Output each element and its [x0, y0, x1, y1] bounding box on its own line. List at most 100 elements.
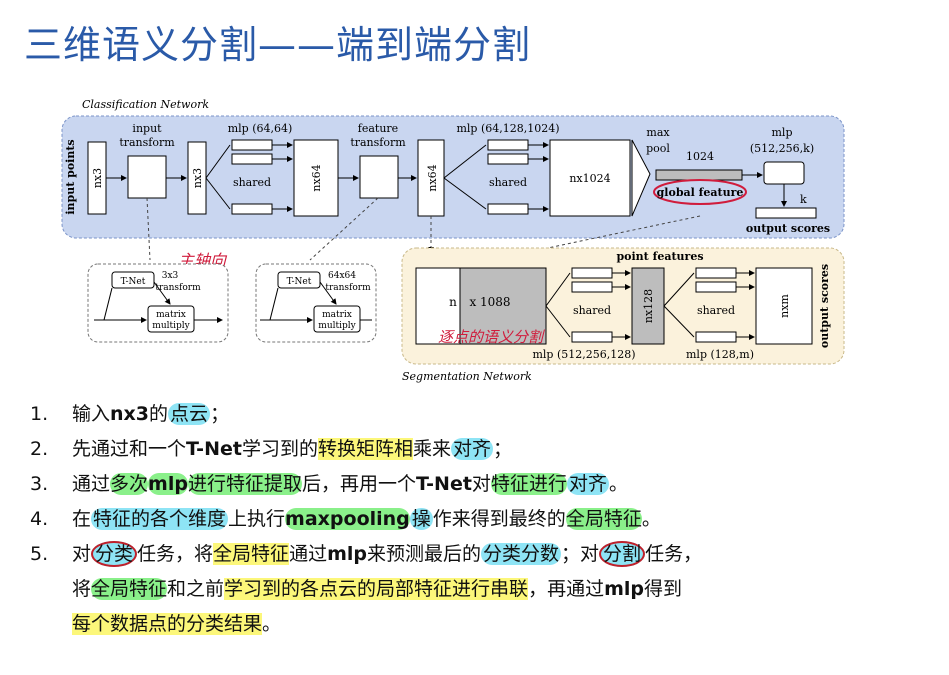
output-scores-seg-label: output scores: [818, 264, 831, 348]
feature-transform-box: [359, 155, 399, 199]
tnet2-label: T-Net: [287, 277, 312, 287]
shared4-label: shared: [697, 304, 735, 317]
input-points-label: input points: [64, 139, 77, 214]
text-segment: 每个数据点的分类结果: [72, 613, 263, 635]
list-item-number: [30, 573, 72, 605]
list-item: 3.通过多次mlp进行特征提取后，再用一个T-Net对特征进行对齐。: [30, 468, 930, 500]
pointnet-architecture-diagram: Classification Network input points nx3 …: [60, 92, 850, 392]
text-segment: 学习到的各点云的局部特征进行串联: [224, 578, 529, 600]
feature-transform-label-1: feature: [358, 122, 398, 135]
text-segment: 特征的各个维度: [91, 508, 229, 530]
text-segment: 进行特征提取: [187, 473, 302, 495]
text-segment: 。: [262, 613, 282, 635]
input-transform-label-2: transform: [119, 136, 175, 149]
nx3-label-b: nx3: [191, 168, 204, 188]
list-item: 5.对分类任务，将全局特征通过mlp来预测最后的分类分数；对分割任务，: [30, 538, 930, 570]
text-segment: 作来得到最终的: [432, 508, 566, 530]
text-segment: 上执行: [228, 508, 286, 530]
list-item-number: [30, 608, 72, 640]
tnet1-label: T-Net: [121, 277, 146, 287]
list-item-number: 2.: [30, 438, 49, 460]
nxm-label: nxm: [778, 294, 791, 318]
text-segment: 对: [72, 543, 92, 565]
global-feature-label: global feature: [657, 186, 744, 199]
input-transform-label-1: input: [132, 122, 162, 135]
tnet1-transform-1: 3x3: [162, 271, 179, 281]
tnet2-transform-2: transform: [325, 283, 371, 293]
feature-transform-label-2: transform: [350, 136, 406, 149]
nx64-box-a: [293, 139, 339, 217]
matrix-multiply-box-1: [147, 305, 195, 333]
output-scores-bar: [755, 207, 817, 219]
text-segment: 。: [608, 473, 628, 495]
max-pool-label-1: max: [646, 126, 670, 139]
text-segment: ，再通过: [528, 578, 605, 600]
output-scores-label: output scores: [746, 222, 830, 235]
text-segment: mlp: [604, 578, 644, 600]
text-segment: 的: [149, 403, 169, 425]
list-item: 1. 输入nx3的点云；: [30, 398, 930, 430]
list-item-text: 通过多次mlp进行特征提取后，再用一个T-Net对特征进行对齐。: [72, 468, 930, 500]
mlp5-label: mlp (128,m): [686, 348, 754, 361]
text-segment: 后，再用一个: [301, 473, 416, 495]
text-segment: 先通过和一个: [72, 438, 187, 460]
nx128-box: [631, 267, 665, 345]
text-segment: nx3: [110, 403, 150, 425]
input-transform-box: [127, 155, 167, 199]
max-pool-label-2: pool: [646, 142, 670, 155]
text-segment: ；: [210, 403, 230, 425]
concat-box-gray: [459, 267, 547, 345]
text-segment: 多次: [110, 473, 149, 495]
matrix-multiply-1a: matrix: [156, 310, 186, 320]
mlp3-box: [763, 161, 805, 185]
list-item-number: 1.: [30, 403, 49, 425]
shared1-label: shared: [233, 176, 271, 189]
matrix-multiply-2b: multiply: [318, 321, 356, 331]
list-item-text: 输入nx3的点云；: [72, 398, 930, 430]
text-segment: 对: [471, 473, 491, 495]
text-segment: 。: [641, 508, 661, 530]
steps-list: 1.输入nx3的点云；2.先通过和一个T-Net学习到的转换矩阵相乘来对齐；3.…: [30, 398, 930, 643]
text-segment: 全局特征: [213, 543, 290, 565]
text-segment: 得到: [644, 578, 683, 600]
text-segment: 操: [409, 508, 433, 530]
text-segment: 全局特征: [565, 508, 642, 530]
text-segment: 分类分数: [481, 543, 562, 565]
slide-title: 三维语义分割——端到端分割: [24, 23, 532, 67]
tnet1-box: [111, 271, 155, 289]
text-segment: 全局特征: [91, 578, 168, 600]
list-item-text: 将全局特征和之前学习到的各点云的局部特征进行串联，再通过mlp得到: [72, 573, 930, 605]
global-feature-bar: [655, 169, 743, 181]
text-segment: 乘来: [412, 438, 451, 460]
mlp1-label: mlp (64,64): [228, 122, 293, 135]
text-segment: 通过: [72, 473, 111, 495]
point-features-label: point features: [616, 250, 703, 263]
text-segment: 特征进行: [490, 473, 567, 495]
max-pool-shape: [631, 139, 651, 217]
list-item-text: 每个数据点的分类结果。: [72, 608, 930, 640]
text-segment: T-Net: [415, 473, 472, 495]
nx64-label-b: nx64: [426, 164, 439, 191]
x1088-label: x 1088: [469, 295, 510, 309]
nx128-label: nx128: [642, 289, 655, 323]
matrix-multiply-box-2: [313, 305, 361, 333]
shared2-label: shared: [489, 176, 527, 189]
list-item-number: 5.: [30, 543, 49, 565]
mlp4-label: mlp (512,256,128): [532, 348, 635, 361]
k-label: k: [800, 193, 807, 206]
shared3-label: shared: [573, 304, 611, 317]
text-segment: 分割: [599, 541, 646, 567]
nxm-box: [755, 267, 813, 345]
n-label: n: [449, 295, 457, 309]
tnet2-box: [277, 271, 321, 289]
text-segment: 来预测最后的: [367, 543, 482, 565]
handwritten-note-2: 逐点的语义分割: [438, 328, 546, 346]
tnet1-transform-2: transform: [155, 283, 201, 293]
text-segment: 将: [72, 578, 92, 600]
text-segment: mlp: [327, 543, 367, 565]
mlp3-label: mlp: [772, 126, 793, 139]
nx64-label-a: nx64: [310, 164, 323, 191]
text-segment: maxpooling: [285, 508, 410, 530]
text-segment: 对齐: [566, 473, 609, 495]
